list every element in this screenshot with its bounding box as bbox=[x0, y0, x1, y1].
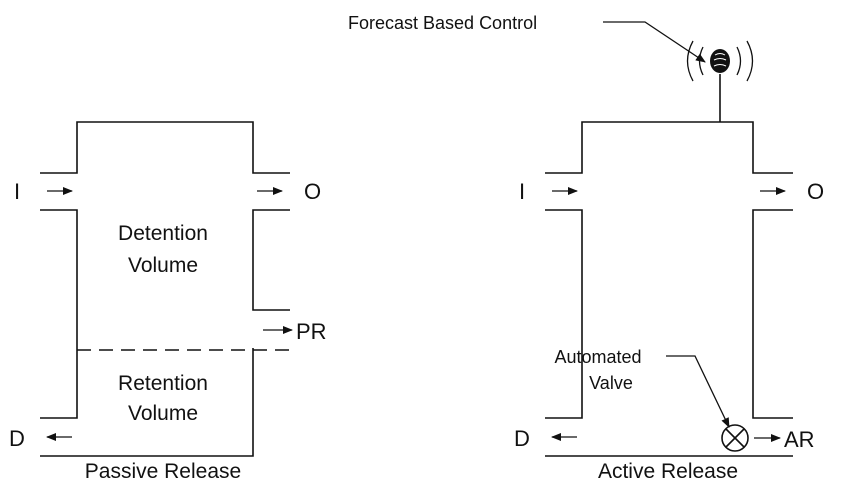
passive-caption: Passive Release bbox=[85, 460, 241, 483]
active-outflow-label: O bbox=[807, 179, 824, 204]
forecast-control-leader bbox=[603, 21, 706, 63]
active-tank-outline bbox=[545, 121, 793, 457]
passive-release-label: PR bbox=[296, 319, 327, 344]
passive-inflow-label: I bbox=[14, 179, 20, 204]
passive-release-panel: I O PR D Detention Volume Retention Volu… bbox=[9, 121, 327, 483]
active-release-label: AR bbox=[784, 427, 815, 452]
active-inflow-label: I bbox=[519, 179, 525, 204]
detention-label-line2: Volume bbox=[128, 254, 198, 277]
forecast-antenna-icon bbox=[686, 40, 754, 82]
forecast-control-label: Forecast Based Control bbox=[348, 13, 537, 33]
automated-valve-icon bbox=[721, 424, 749, 452]
retention-label-line1: Retention bbox=[118, 372, 208, 395]
active-caption: Active Release bbox=[598, 460, 738, 483]
passive-outflow-label: O bbox=[304, 179, 321, 204]
valve-label-line1: Automated bbox=[554, 347, 641, 367]
valve-label-line2: Valve bbox=[589, 373, 633, 393]
valve-leader bbox=[666, 355, 730, 428]
passive-drain-label: D bbox=[9, 426, 25, 451]
active-drain-label: D bbox=[514, 426, 530, 451]
detention-label-line1: Detention bbox=[118, 222, 208, 245]
active-release-panel: I O AR D Forecast Based Control Automate… bbox=[348, 13, 824, 483]
retention-label-line2: Volume bbox=[128, 402, 198, 425]
passive-tank-outline bbox=[40, 121, 290, 457]
